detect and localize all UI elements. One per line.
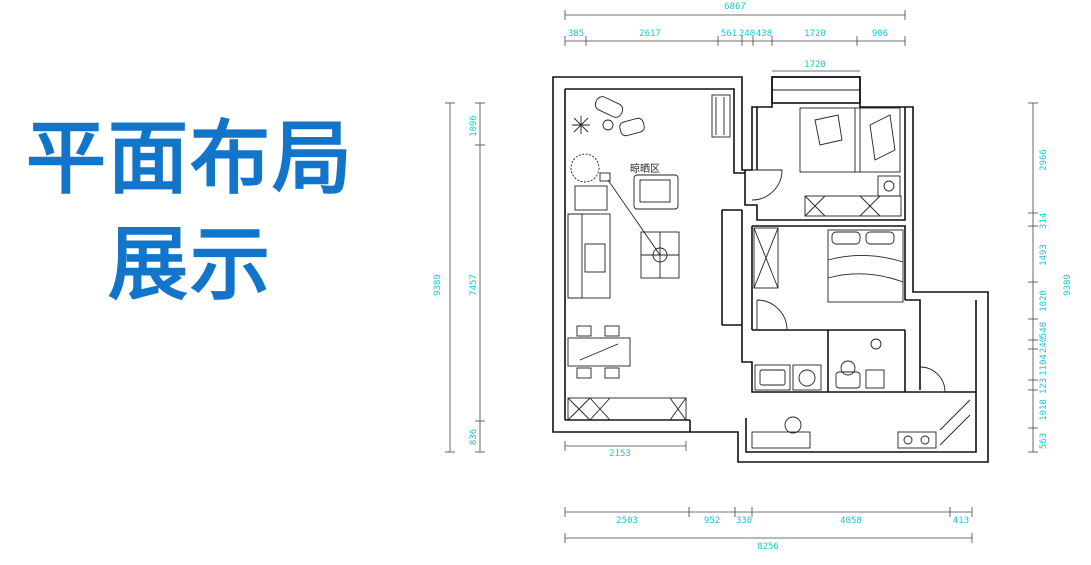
room-label-drying-area: 晾晒区 [630, 162, 660, 175]
dim-top-seg-7: 906 [872, 29, 888, 39]
dim-bottom-seg-3: 330 [736, 516, 752, 526]
bottom-dimension-lines [564, 441, 973, 543]
dim-left-total: 9389 [433, 274, 443, 296]
doors [751, 169, 946, 393]
dim-bottom-total: 8256 [757, 542, 779, 552]
dim-top-seg-4: 240 [739, 29, 755, 39]
page-title-line-2: 展示 [108, 217, 272, 311]
dim-top-seg-2: 2617 [639, 29, 661, 39]
walls [552, 76, 989, 463]
dim-right-seg-1: 2966 [1039, 149, 1049, 171]
left-dimension-lines [445, 102, 485, 453]
dim-right-seg-6: 240 [1039, 337, 1049, 353]
dim-top-seg-5: 438 [756, 29, 772, 39]
dim-left-seg-3: 836 [469, 429, 479, 445]
dim-top-seg-6: 1720 [804, 29, 826, 39]
bedroom-2-furniture [753, 227, 904, 303]
dim-right-total: 9389 [1063, 274, 1073, 296]
bedroom-1-furniture [799, 107, 902, 217]
dim-right-seg-9: 1018 [1039, 399, 1049, 421]
dim-right-seg-4: 1020 [1039, 290, 1049, 312]
dim-balcony-width: 1720 [804, 60, 826, 70]
dim-right-seg-2: 314 [1039, 213, 1049, 229]
dim-right-seg-5: 548 [1039, 322, 1049, 338]
right-dimension-lines [1028, 102, 1038, 453]
dim-bottom-seg-4: 4058 [840, 516, 862, 526]
dim-bottom-seg-5: 413 [953, 516, 969, 526]
dim-bottom-seg-1: 2503 [616, 516, 638, 526]
living-room-furniture [567, 94, 731, 421]
dim-right-seg-7: 1104 [1039, 354, 1049, 376]
page-title-line-1: 平面布局 [26, 111, 354, 205]
dim-top-total: 6867 [724, 2, 746, 12]
dim-bottom-inner: 2153 [609, 449, 631, 459]
top-dimension-lines [564, 10, 906, 72]
dim-right-seg-3: 1493 [1039, 244, 1049, 266]
dim-top-seg-1: 385 [568, 29, 584, 39]
kitchen-furniture [751, 338, 971, 449]
dim-right-seg-10: 563 [1039, 433, 1049, 449]
dim-left-seg-1: 1096 [469, 115, 479, 137]
dim-top-seg-3: 561 [721, 29, 737, 39]
dim-right-seg-8: 123 [1039, 378, 1049, 394]
dim-left-seg-2: 7457 [469, 274, 479, 296]
dim-bottom-seg-2: 952 [704, 516, 720, 526]
